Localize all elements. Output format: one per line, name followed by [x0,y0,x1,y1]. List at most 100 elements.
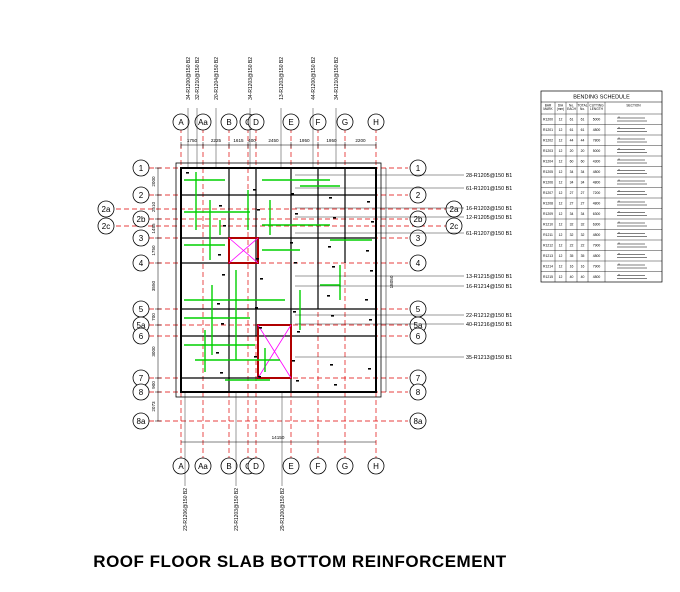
schedule-cell: 4800 [593,201,601,205]
schedule-cell: 40 [570,275,574,279]
dimension-text: 2073 [151,401,156,412]
grid-bubble-label: 6 [139,332,144,341]
grid-bubble-label: 5 [416,305,421,314]
grid-bubble-label: 2c [102,222,110,231]
grid-bubble-label: G [342,462,348,471]
bottom-bar-label: 23-R1203@150 B2 [234,488,240,531]
bar-mark [253,189,256,191]
dimension-text: 2510 [151,201,156,212]
grid-bubble-label: 1 [139,164,144,173]
grid-bubble-1 [132,159,150,177]
schedule-cell: 4800 [593,128,601,132]
grid-bubble-label: B [226,118,231,127]
schedule-cell: 32 [581,222,585,226]
bar-mark [290,242,293,244]
top-bar-label: 34-R1200@150 B2 [186,57,192,100]
schedule-header: EACH [567,107,577,111]
schedule-cell: 40 [581,275,585,279]
schedule-cell: 61 [570,117,574,121]
schedule-cell: 27 [570,191,574,195]
dimension-text: 3550 [151,280,156,291]
grid-bubble-label: 2a [102,205,111,214]
schedule-cell: R1210 [543,222,553,226]
grid-bubble-label: Aa [198,118,208,127]
schedule-cell: 35 [581,254,585,258]
dimension-text: 3000 [151,346,156,357]
grid-bubble-label: 5a [414,321,423,330]
opening-cross [228,237,259,264]
schedule-cell: 22 [581,243,585,247]
schedule-cell: 12 [559,243,563,247]
schedule-cell: 12 [559,180,563,184]
bar-mark [328,246,331,248]
bar-shape-sketch [617,116,647,122]
bar-mark [219,205,222,207]
grid-bubble-label: H [373,118,379,127]
grid-bubble-F [309,457,327,475]
bar-mark [365,299,368,301]
schedule-cell: 12 [559,222,563,226]
bar-mark [296,380,299,382]
slab-opening [228,237,259,264]
bar-shape-sketch [617,190,647,195]
grid-bubble-8a [132,412,150,430]
schedule-header: No. [569,104,574,108]
schedule-cell: 4300 [593,159,601,163]
grid-bubble-label: 4 [139,259,144,268]
bar-mark [331,315,334,317]
grid-bubble-label: 2b [137,215,146,224]
grid-bubble-label: 2a [450,205,459,214]
schedule-cell: 4800 [593,275,601,279]
grid-bubble-B [220,113,238,131]
schedule-cell: R1211 [543,233,553,237]
bar-shape-sketch [617,148,647,153]
bar-mark [217,303,220,305]
grid-bubble-3 [409,229,427,247]
dimension-text: 400 [248,138,256,143]
top-bar-label: 32-R1210@150 B2 [195,57,201,100]
bar-mark [371,221,374,223]
schedule-cell: R1215 [543,275,553,279]
schedule-cell: 12 [559,254,563,258]
slab-opening [257,324,292,379]
top-bar-label: 13-R1203@150 B2 [279,57,285,100]
grid-bubble-label: D [253,118,259,127]
schedule-cell: 20 [570,149,574,153]
grid-bubble-D [247,113,265,131]
bar-mark [369,319,372,321]
schedule-cell: 44 [581,138,585,142]
schedule-header: DIA [558,104,564,108]
dimension-text: 2450 [268,138,279,143]
schedule-cell: 12 [559,138,563,142]
schedule-cell: 4800 [593,233,601,237]
schedule-cell: 35 [570,254,574,258]
dimension-text: 2200 [355,138,366,143]
grid-bubble-8a [409,412,427,430]
grid-bubble-label: 2c [450,222,458,231]
bar-mark [333,217,336,219]
opening-cross [257,324,292,379]
grid-bubble-label: 2 [139,191,144,200]
schedule-cell: 27 [581,201,585,205]
bar-mark [218,254,221,256]
schedule-header: MARK [543,107,553,111]
dimension-text: 2225 [211,138,222,143]
grid-bubble-2b [409,210,427,228]
schedule-cell: 7800 [593,138,601,142]
callout-text: 13-R1215@150 B1 [466,274,512,280]
bending-schedule: BENDING SCHEDULEBARMARKDIA(mm)No.EACHTOT… [540,90,663,283]
callout-text: 22-R1212@150 B1 [466,313,512,319]
schedule-cell: 32 [581,233,585,237]
schedule-cell: 7200 [593,191,601,195]
grid-bubble-label: 6 [416,332,421,341]
bottom-bar-label: 23-R1206@150 B2 [183,488,189,531]
grid-bubble-E [282,457,300,475]
bar-mark [222,274,225,276]
bar-mark [332,266,335,268]
grid-bubble-E [282,113,300,131]
schedule-cell: 12 [559,117,563,121]
schedule-cell: R1206 [543,180,553,184]
bar-shape-sketch [617,253,647,258]
bar-mark [291,193,294,195]
